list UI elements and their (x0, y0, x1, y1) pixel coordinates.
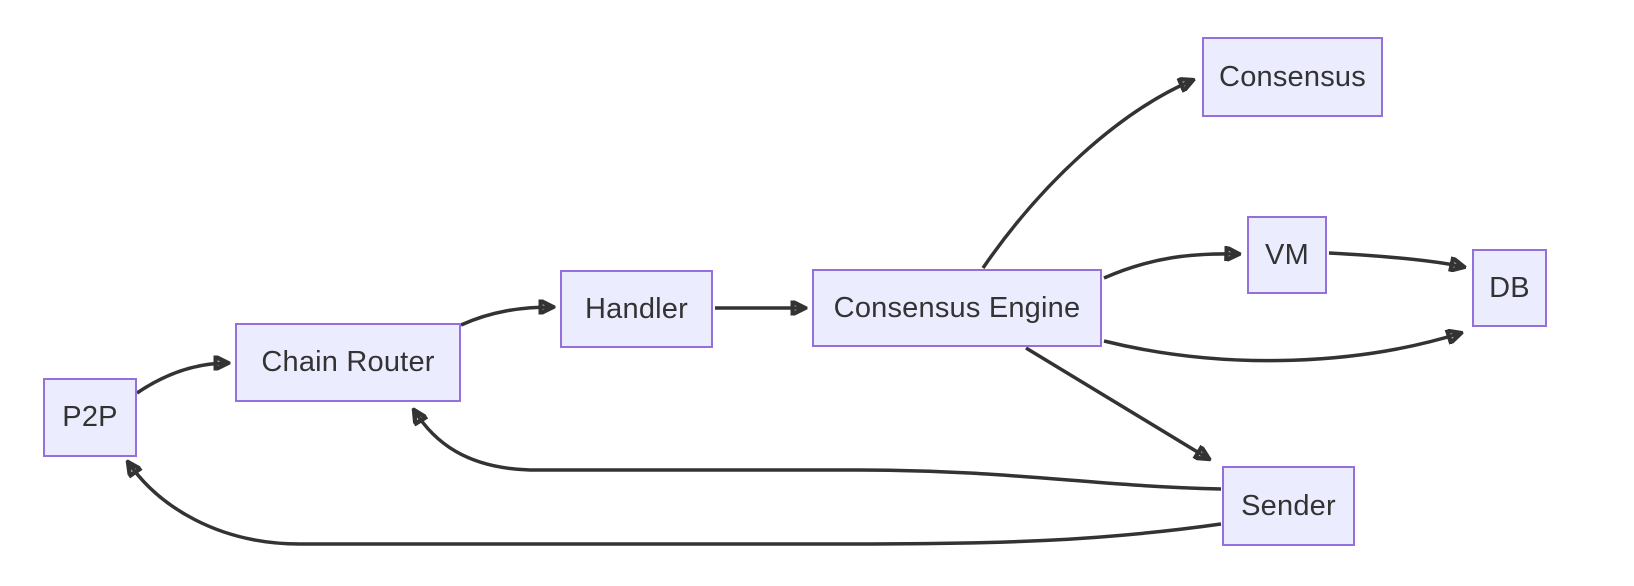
edge-consensus-engine-to-sender (1025, 346, 1209, 459)
node-consensus-label: Consensus (1219, 60, 1366, 93)
node-db: DB (1472, 249, 1547, 327)
edge-sender-to-chain-router (414, 410, 1222, 491)
node-handler-label: Handler (585, 292, 688, 325)
edge-vm-to-db (1328, 251, 1464, 267)
node-chain-router-label: Chain Router (261, 346, 435, 378)
node-consensus: Consensus (1202, 37, 1383, 117)
node-p2p: P2P (43, 378, 137, 457)
node-sender-label: Sender (1241, 489, 1336, 522)
edge-consensus-engine-to-db-lower (1103, 333, 1461, 363)
node-chain-router: Chain Router (235, 323, 461, 402)
node-vm-label: VM (1265, 238, 1309, 271)
node-handler: Handler (560, 270, 713, 348)
node-vm: VM (1247, 216, 1327, 294)
edge-sender-to-p2p (128, 462, 1222, 546)
node-p2p-label: P2P (62, 401, 118, 433)
node-sender: Sender (1222, 466, 1355, 546)
node-db-label: DB (1489, 271, 1530, 304)
edge-consensus-engine-to-consensus (981, 80, 1193, 269)
edge-consensus-engine-to-vm (1103, 254, 1239, 280)
node-consensus-engine: Consensus Engine (812, 269, 1102, 347)
edge-p2p-to-chain-router (136, 363, 228, 395)
edge-chain-router-to-handler (460, 307, 553, 327)
node-consensus-engine-label: Consensus Engine (833, 291, 1081, 324)
